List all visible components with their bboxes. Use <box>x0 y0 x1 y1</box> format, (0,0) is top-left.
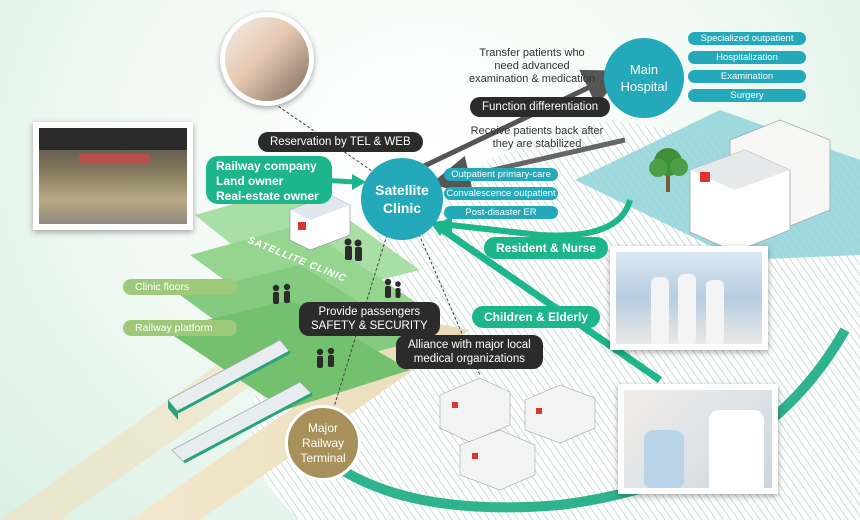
clinic-service-3: Post-disaster ER <box>444 206 558 219</box>
function-differentiation-label: Function differentiation <box>470 97 611 117</box>
staff-photo <box>610 246 768 350</box>
provide-passengers-label: Provide passengers SAFETY & SECURITY <box>299 302 440 336</box>
hospital-service-3: Examination <box>688 70 806 83</box>
people-figures <box>272 238 401 368</box>
doctor-photo <box>618 384 778 494</box>
clinic-service-2: Convalescence outpatient <box>444 187 558 200</box>
train-2 <box>171 381 313 464</box>
transfer-line2: need advanced <box>494 60 570 72</box>
satellite-line1: Satellite <box>375 182 429 198</box>
receive-line1: Receive patients back after <box>470 125 604 137</box>
train-1 <box>167 339 291 420</box>
arrow-children <box>438 225 662 383</box>
hospital-service-2: Hospitalization <box>688 51 806 64</box>
terminal-line1: Major <box>307 420 338 435</box>
alliance-label: Alliance with major local medical organi… <box>396 335 543 369</box>
hospital-line1: Main <box>629 62 659 77</box>
transfer-line1: Transfer patients who <box>479 47 585 59</box>
hospital-line2: Hospital <box>620 79 668 94</box>
ring-outline <box>301 327 850 513</box>
tree <box>649 148 688 192</box>
satellite-clinic-node: Satellite Clinic <box>361 158 443 240</box>
tablet-photo <box>220 12 314 106</box>
alliance-line2: medical organizations <box>413 353 525 365</box>
satellite-line2: Clinic <box>382 200 422 216</box>
owners-line3: Real-estate owner <box>216 189 319 203</box>
arrow-children-head <box>430 220 450 236</box>
clinic-building <box>289 194 351 251</box>
clinic-service-1: Outpatient primary-care <box>444 168 558 181</box>
hospital-service-4: Surgery <box>688 89 806 102</box>
receive-line2: they are stabilized <box>492 138 582 150</box>
owners-line2: Land owner <box>216 174 284 188</box>
alliance-line1: Alliance with major local <box>408 339 531 351</box>
arrow-owners-head <box>352 174 366 190</box>
children-elderly-label: Children & Elderly <box>472 306 601 328</box>
resident-nurse-label: Resident & Nurse <box>484 237 609 259</box>
hospital-service-1: Specialized outpatient <box>688 32 806 45</box>
provide-line1: Provide passengers <box>318 306 421 318</box>
clinic-floors-label: Clinic floors <box>123 279 237 295</box>
provide-line2: SAFETY & SECURITY <box>311 320 428 332</box>
arrow-resident <box>449 199 633 239</box>
owners-line1: Railway company <box>216 159 317 173</box>
main-hospital-node: Main Hospital <box>604 38 684 118</box>
owners-label: Railway company Land owner Real-estate o… <box>206 156 332 204</box>
transfer-line3: examination & medication <box>469 73 595 85</box>
railway-terminal-node: Major Railway Terminal <box>285 405 361 481</box>
terminal-line2: Railway <box>301 435 344 450</box>
receive-text: Receive patients back after they are sta… <box>462 125 612 151</box>
arrow-transfer <box>418 69 625 171</box>
reservation-label: Reservation by TEL & WEB <box>258 132 423 152</box>
railway-platform-label: Railway platform <box>123 320 237 336</box>
transfer-text: Transfer patients who need advanced exam… <box>462 47 602 86</box>
station-photo <box>33 122 193 230</box>
hospital-building <box>689 119 831 253</box>
terminal-line3: Terminal <box>300 450 346 465</box>
affiliated-hospitals <box>439 377 596 491</box>
